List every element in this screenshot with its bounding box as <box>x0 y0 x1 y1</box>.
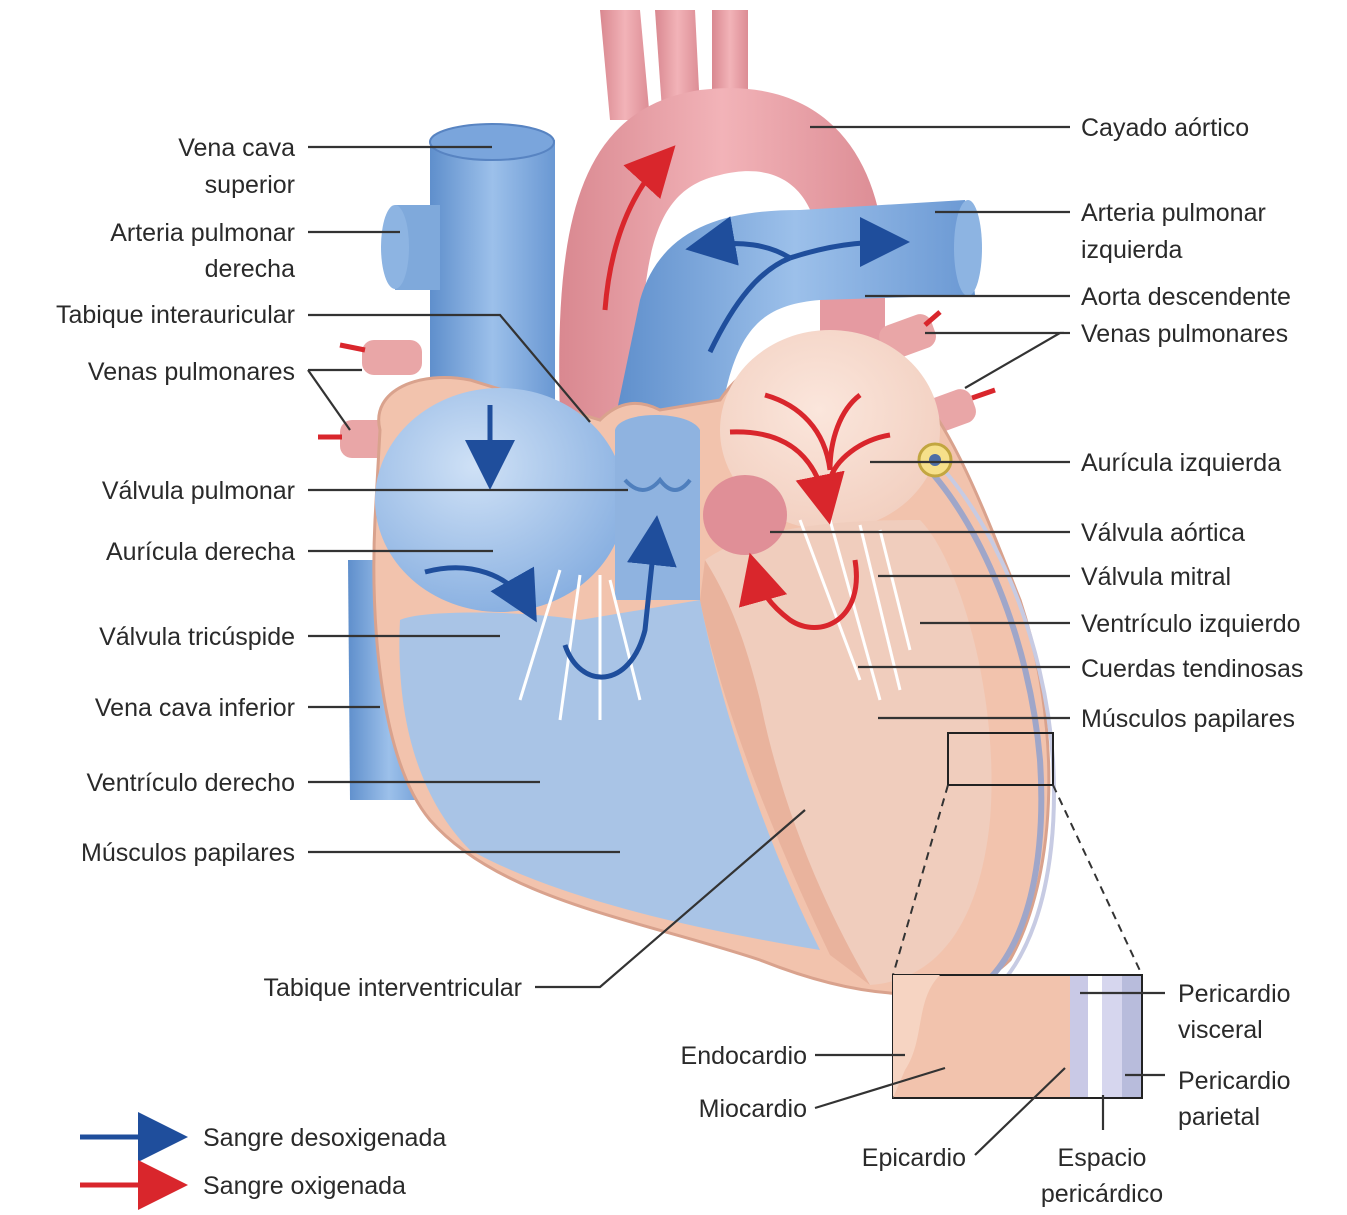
label-espacio-pericardico-2: pericárdico <box>1041 1180 1163 1208</box>
label-musculos-papilares-right: Músculos papilares <box>1081 705 1295 733</box>
label-ventriculo-izquierdo: Ventrículo izquierdo <box>1081 610 1301 638</box>
label-endocardio: Endocardio <box>681 1042 807 1070</box>
label-vena-cava-superior-2: superior <box>205 171 295 199</box>
legend-label-deoxygenated: Sangre desoxigenada <box>203 1124 446 1152</box>
legend-label-oxygenated: Sangre oxigenada <box>203 1172 406 1200</box>
heart-anatomy <box>318 10 1142 1098</box>
rpa-end <box>381 205 409 289</box>
label-valvula-tricuspide: Válvula tricúspide <box>99 623 295 651</box>
label-aorta-descendente: Aorta descendente <box>1081 283 1291 311</box>
aortic-root <box>703 475 787 555</box>
label-miocardio: Miocardio <box>699 1095 807 1123</box>
svc-opening <box>430 124 554 160</box>
label-tabique-interventricular: Tabique interventricular <box>264 974 522 1002</box>
label-vena-cava-superior-1: Vena cava <box>178 134 295 162</box>
label-valvula-pulmonar: Válvula pulmonar <box>102 477 295 505</box>
label-arteria-pulmonar-derecha-2: derecha <box>205 255 295 283</box>
label-arteria-pulmonar-izquierda-2: izquierda <box>1081 236 1183 264</box>
legend: Sangre desoxigenada Sangre oxigenada <box>80 1124 446 1200</box>
labels-right: Cayado aórtico Arteria pulmonar izquierd… <box>1081 114 1303 733</box>
label-arteria-pulmonar-derecha-1: Arteria pulmonar <box>110 219 295 247</box>
label-tabique-interauricular: Tabique interauricular <box>56 301 295 329</box>
label-auricula-derecha: Aurícula derecha <box>106 538 295 566</box>
label-pericardio-parietal-1: Pericardio <box>1178 1067 1291 1095</box>
lpa-end <box>954 200 982 296</box>
pulm-vein-r2-stub <box>972 390 995 398</box>
label-cuerdas-tendinosas: Cuerdas tendinosas <box>1081 655 1303 683</box>
pulm-vein-l1 <box>362 340 422 375</box>
label-valvula-mitral: Válvula mitral <box>1081 563 1231 591</box>
label-espacio-pericardico-1: Espacio <box>1058 1144 1147 1172</box>
label-venas-pulmonares-left: Venas pulmonares <box>88 358 295 386</box>
label-musculos-papilares-left: Músculos papilares <box>81 839 295 867</box>
label-cayado-aortico: Cayado aórtico <box>1081 114 1249 142</box>
zoom-line-2 <box>1053 785 1142 975</box>
aortic-branch-1 <box>600 10 650 120</box>
label-pericardio-visceral-1: Pericardio <box>1178 980 1291 1008</box>
label-epicardio: Epicardio <box>862 1144 966 1172</box>
pulmonary-outflow <box>615 415 700 600</box>
coronary-vessel-core <box>929 454 941 466</box>
label-venas-pulmonares-right: Venas pulmonares <box>1081 320 1288 348</box>
label-arteria-pulmonar-izquierda-1: Arteria pulmonar <box>1081 199 1266 227</box>
pulm-vein-l1-stub <box>340 345 365 350</box>
label-valvula-aortica: Válvula aórtica <box>1081 519 1245 547</box>
label-pericardio-parietal-2: parietal <box>1178 1103 1260 1131</box>
label-ventriculo-derecho: Ventrículo derecho <box>87 769 295 797</box>
label-pericardio-visceral-2: visceral <box>1178 1016 1263 1044</box>
label-auricula-izquierda: Aurícula izquierda <box>1081 449 1281 477</box>
label-vena-cava-inferior: Vena cava inferior <box>95 694 295 722</box>
